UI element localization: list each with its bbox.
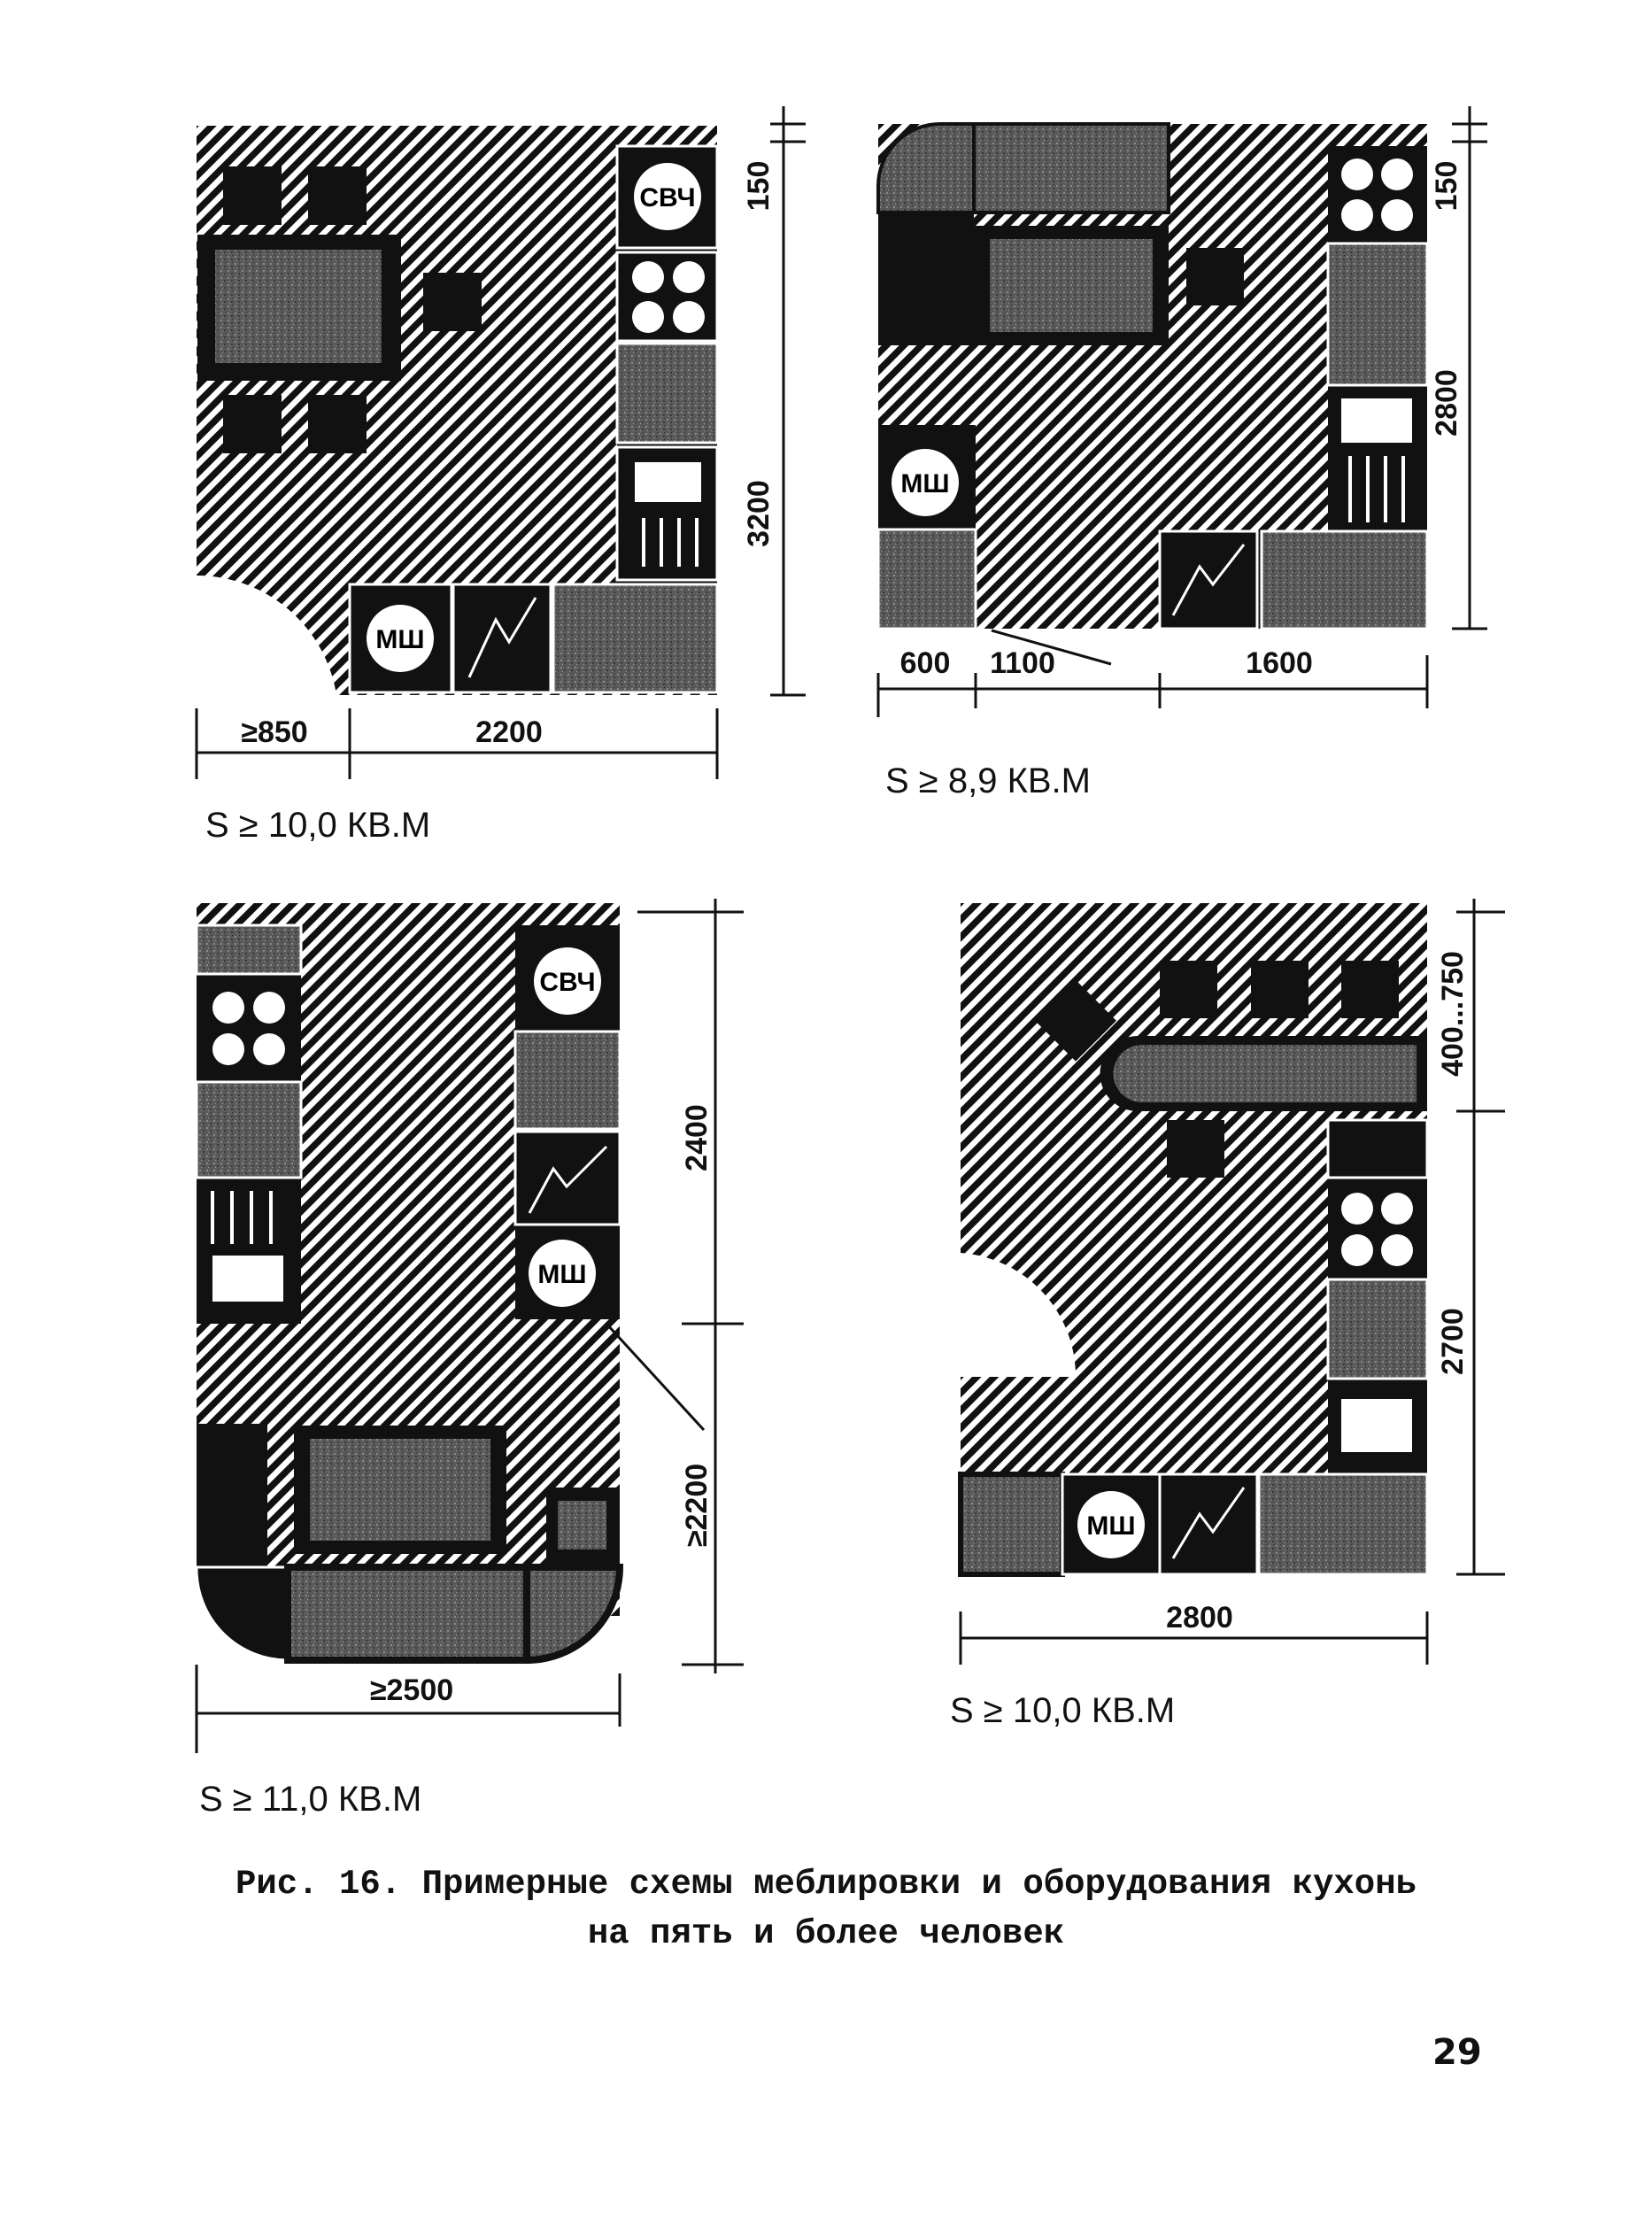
plan-1-area: S ≥ 10,0 КВ.М [205,806,430,845]
plan-1-dim-label: 3200 [742,480,776,547]
plan-4-sink [1158,1472,1259,1576]
plan-2-leader-line [991,629,1112,666]
plan-3-counter-unit [513,1030,621,1131]
plan-4-bar-counter [1100,1036,1427,1111]
plan-3-right-counter: СВЧ МШ [513,925,621,1319]
plan-1-dim-label: 2200 [475,715,543,749]
plan-2-oven [1341,398,1412,522]
dishwasher-label: МШ [375,625,424,654]
plan-4-chairs [1035,961,1399,1178]
plan-4-hob [1341,1193,1413,1266]
plan-1-dishwasher: МШ [348,583,453,694]
plan-4-bottom-counter: МШ [958,1472,1429,1577]
plan-2-dim-label: 150 [1430,161,1463,212]
plan-4: МШ 400...750 2700 2800 S ≥ 10,0 КВ.М [950,899,1505,1730]
caption-line: на пять и более человек [587,1914,1065,1953]
plan-4-chair [1160,961,1217,1018]
plan-3-counter-unit [195,1080,303,1179]
plan-4-counter-unit [1326,1278,1429,1380]
plan-1-dim-label: 150 [742,161,776,212]
plan-1-bottom-counter: МШ [348,583,719,694]
plan-2-dim-label: 2800 [1430,369,1463,437]
dishwasher-label: МШ [1086,1511,1135,1541]
plan-3-leader-line [605,1322,706,1432]
plan-4-dimensions [959,899,1505,1665]
plan-3-table [294,1426,506,1554]
plan-4-right-counter [1326,1118,1429,1474]
plan-1-chair [308,395,367,453]
plan-3-dim-label: ≥2500 [370,1673,453,1707]
plan-2-area: S ≥ 8,9 КВ.М [885,761,1091,800]
plan-2-dim-label: 1100 [990,646,1055,680]
figure-caption: Рис. 16. Примерные схемы меблировки и об… [0,1859,1652,1959]
dishwasher-label: МШ [537,1260,586,1289]
plan-3-sink [513,1130,621,1226]
plan-4-chair [1251,961,1308,1018]
caption-line: Рис. 16. Примерные схемы меблировки и об… [235,1865,1417,1904]
plan-1-sink [452,583,552,694]
plan-4-dim-label: 400...750 [1436,951,1470,1077]
plan-3-counter-unit [195,924,303,976]
plan-2-counter-unit [1260,529,1429,630]
plan-4-oven [1341,1399,1412,1452]
plan-4-dishwasher: МШ [1061,1472,1162,1576]
plan-1-dimensions [195,106,806,779]
plan-3-left-counter [195,924,303,1324]
plan-2-dim-label: 1600 [1246,646,1313,680]
plan-3: СВЧ МШ [195,899,744,1819]
plan-1-microwave: СВЧ [615,144,719,250]
plan-4-counter-unit [1326,1118,1429,1179]
plan-1-chair [223,395,282,453]
plan-3-microwave: СВЧ [534,947,601,1015]
plan-1-hob [615,251,719,343]
plan-2-counter-unit [876,528,977,630]
microwave-label: СВЧ [539,968,595,997]
plan-1-chair [223,166,282,225]
plan-1-chair [423,273,482,331]
plan-4-chair [1035,979,1116,1062]
plan-2-right-counter [1326,146,1429,540]
plan-2-bottom-counter [1158,529,1429,630]
plan-1-right-counter: СВЧ [615,144,719,584]
plan-3-area: S ≥ 11,0 КВ.М [199,1780,421,1819]
plan-2-left-counter: МШ [876,425,977,630]
plan-3-dimensions [195,899,744,1753]
plan-4-dim-label: 2800 [1166,1601,1233,1635]
plan-1: СВЧ МШ [195,106,806,845]
plan-4-counter-unit [1257,1472,1429,1576]
plan-2-top-counter [876,122,1170,345]
microwave-label: СВЧ [639,183,695,213]
plan-1-counter-unit [615,342,719,444]
plan-3-bottom-counter [195,1424,624,1665]
plan-1-counter-unit [552,583,719,694]
plan-2-counter-unit [1326,242,1429,387]
plan-2-hob [1341,158,1413,231]
page-number: 29 [1432,2032,1482,2073]
plan-1-chair [308,166,367,225]
plan-2-table [974,226,1169,345]
plan-4-counter-unit [958,1472,1065,1577]
plan-3-dishwasher: МШ [529,1240,596,1307]
plan-4-dim-label: 2700 [1436,1308,1470,1375]
dishwasher-label: МШ [900,469,949,498]
plan-3-dim-label: ≥2200 [680,1464,714,1547]
plan-1-table-top [215,250,382,363]
plan-2-dishwasher: МШ [892,449,959,516]
plan-4-chair [1341,961,1399,1018]
plan-2-sink [1158,529,1259,630]
plan-2-chair [1186,248,1244,305]
plan-4-chair [1167,1120,1224,1178]
plan-4-area: S ≥ 10,0 КВ.М [950,1691,1175,1730]
plan-1-dim-label: ≥850 [241,715,307,749]
plan-3-hob [212,992,285,1065]
plan-2-dim-label: 600 [900,646,951,680]
plan-2: МШ 150 2800 600 1100 [876,106,1487,800]
plan-1-oven [615,445,719,582]
plan-2-dimensions [876,106,1487,717]
plan-3-oven [211,1191,283,1302]
plan-3-dim-label: 2400 [680,1104,714,1171]
